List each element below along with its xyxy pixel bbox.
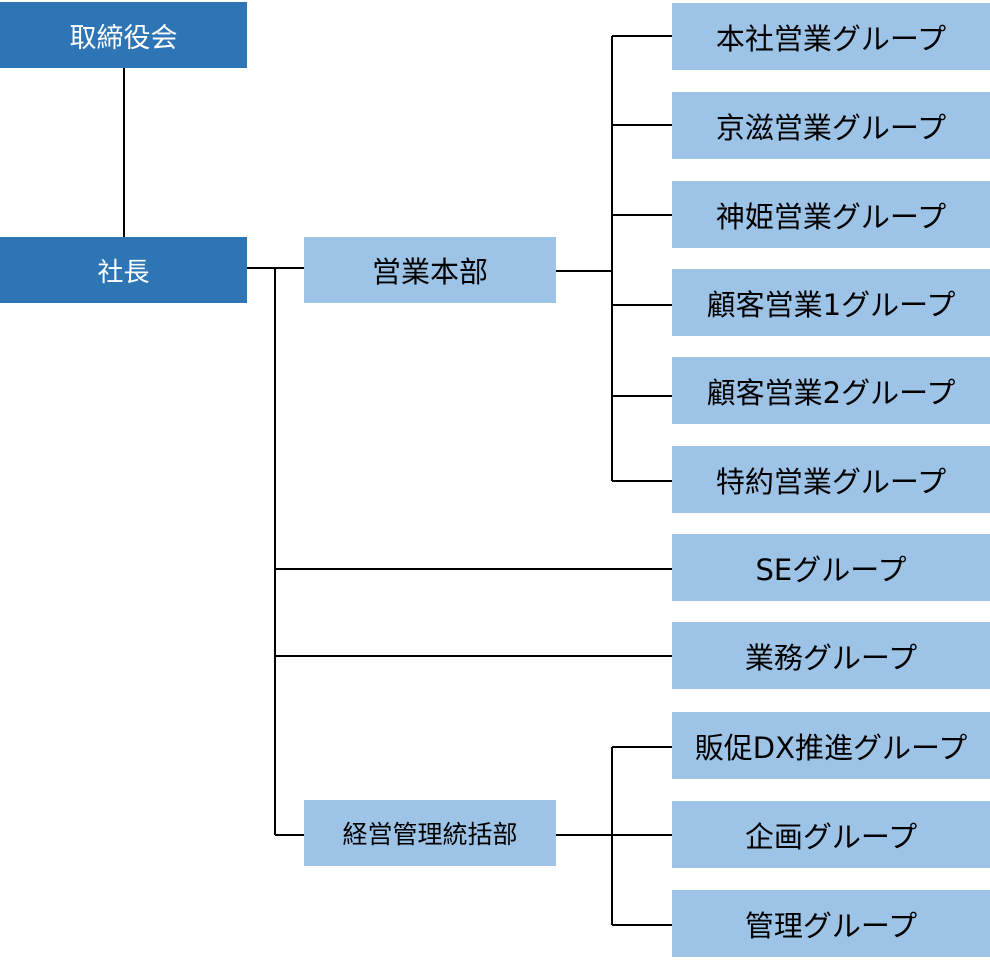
mgmt-group-box: 販促DX推進グループ	[672, 712, 990, 779]
sales-group-label: 顧客営業2グループ	[706, 375, 956, 410]
sales-group-box: 神姫営業グループ	[672, 181, 990, 248]
mgmt-group-label: 販促DX推進グループ	[694, 730, 968, 765]
gyomu-group-box: 業務グループ	[672, 622, 990, 689]
sales-group-label: 神姫営業グループ	[715, 199, 947, 234]
sales-group-box: 顧客営業1グループ	[672, 269, 990, 336]
president-box: 社長	[0, 237, 247, 303]
mgmt-division-box: 経営管理統括部	[304, 800, 556, 866]
se-group-box: SEグループ	[672, 534, 990, 601]
mgmt-group-label: 企画グループ	[744, 819, 918, 854]
mgmt-group-box: 企画グループ	[672, 801, 990, 868]
mgmt-group-label: 管理グループ	[744, 908, 918, 943]
mgmt-group-box: 管理グループ	[672, 890, 990, 957]
sales-group-box: 京滋営業グループ	[672, 92, 990, 159]
sales-group-label: 顧客営業1グループ	[706, 287, 956, 322]
sales-group-label: 京滋営業グループ	[715, 110, 947, 145]
se-group-label: SEグループ	[755, 552, 907, 587]
sales-group-box: 本社営業グループ	[672, 3, 990, 70]
sales-group-box: 特約営業グループ	[672, 446, 990, 513]
sales-hq-label: 営業本部	[371, 255, 488, 289]
sales-group-box: 顧客営業2グループ	[672, 357, 990, 424]
sales-hq-box: 営業本部	[304, 237, 556, 303]
sales-group-label: 特約営業グループ	[715, 464, 947, 499]
gyomu-group-label: 業務グループ	[744, 640, 918, 675]
sales-group-label: 本社営業グループ	[715, 21, 947, 56]
board-box: 取締役会	[0, 2, 247, 68]
board-label: 取締役会	[69, 22, 178, 54]
president-label: 社長	[97, 257, 150, 288]
mgmt-division-label: 経営管理統括部	[342, 820, 518, 849]
